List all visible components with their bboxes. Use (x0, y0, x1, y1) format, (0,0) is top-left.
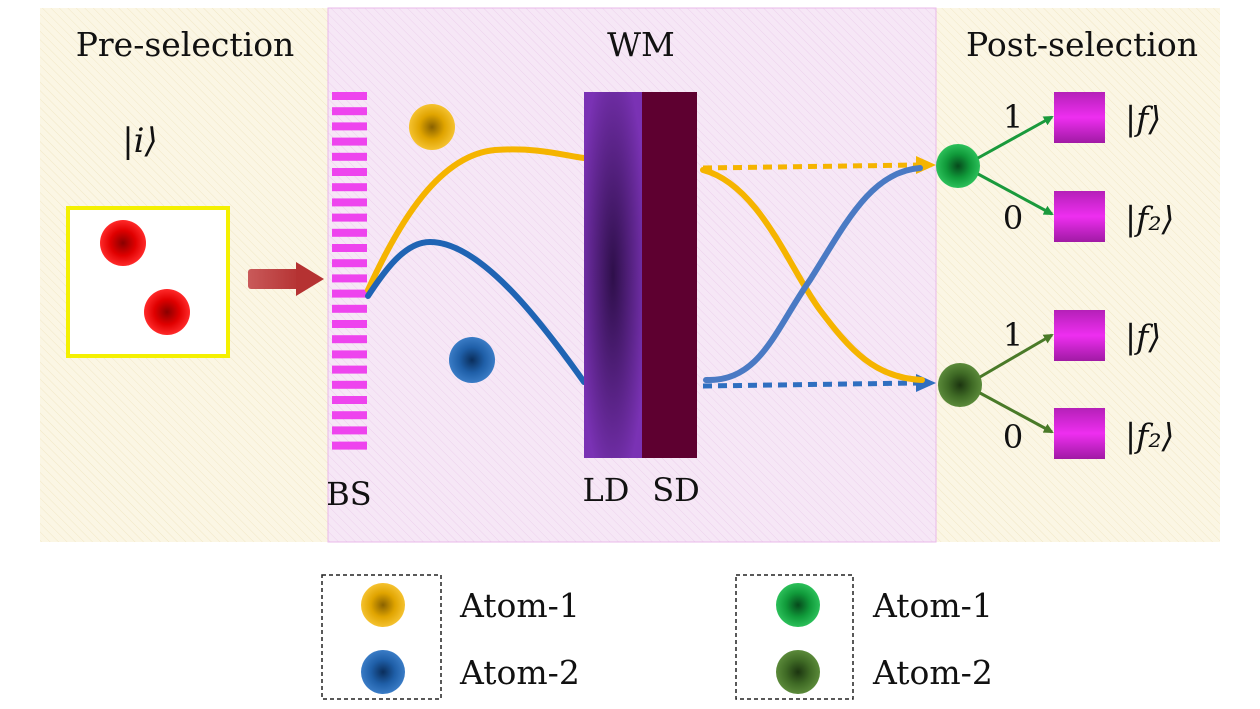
beam-splitter-stripe (332, 396, 367, 404)
upper-detector-f (1054, 92, 1105, 143)
upper-detector-f2 (1054, 191, 1105, 242)
atom-1-marker (409, 104, 455, 150)
wm-title: WM (607, 25, 675, 64)
beam-splitter-stripe (332, 137, 367, 146)
beam-splitter-stripe (332, 92, 367, 100)
large-detector-ld (584, 92, 642, 458)
upper-branch-0-arrow (977, 172, 1054, 216)
legend-atom-1-yellow (361, 583, 405, 627)
initial-atom-2 (144, 289, 190, 335)
legend-right-atom-2-label: Atom-2 (872, 653, 993, 692)
ld-label: LD (583, 471, 630, 509)
beam-splitter-stripe (332, 168, 367, 176)
atom-2-crossing-path (703, 165, 923, 384)
beam-splitter-stripe (332, 152, 367, 161)
beam-splitter-stripe (332, 320, 367, 328)
beam-splitter-stripe (332, 365, 367, 374)
input-arrow (248, 262, 324, 296)
legend-atom-2-olive (776, 650, 820, 694)
beam-splitter-stripe (332, 213, 367, 222)
beam-splitter-stripe (332, 289, 367, 298)
beam-splitter-stripe (332, 274, 367, 283)
beam-splitter-stripe (332, 244, 367, 252)
beam-splitter-stripe (332, 411, 367, 420)
beam-splitter-stripe (332, 107, 367, 116)
beam-splitter-stripe (332, 441, 367, 450)
post-selection-title: Post-selection (966, 25, 1198, 64)
post-atom-1 (936, 144, 980, 188)
beam-splitter-stripe (332, 198, 367, 207)
upper-state-f2: |f₂⟩ (1125, 199, 1174, 238)
lower-detector-f (1054, 310, 1105, 361)
initial-state-box (66, 206, 230, 358)
atom-2-dotted-path (702, 380, 921, 389)
atom-2-marker (449, 337, 495, 383)
upper-outcome-0-value: 0 (1003, 199, 1023, 237)
legend-atom-2-blue (361, 650, 405, 694)
beam-splitter-stripe (332, 228, 367, 237)
beam-splitter-label: BS (326, 475, 371, 513)
beam-splitter-stripe (332, 380, 367, 389)
pre-selection-title: Pre-selection (76, 25, 295, 64)
legend-right-atom-1-label: Atom-1 (872, 586, 993, 625)
lower-branch-0-arrow (979, 391, 1054, 434)
legend-right-box (735, 574, 854, 700)
beam-splitter-stripe (332, 122, 367, 131)
lower-detector-f2 (1054, 408, 1105, 459)
beam-splitter-stripe (332, 183, 367, 192)
atom-1-path-in (365, 146, 587, 293)
lower-branch-1-arrow (979, 333, 1054, 379)
upper-outcome-1-value: 1 (1003, 98, 1023, 136)
beam-splitter-stripe (332, 335, 367, 344)
initial-atom-1 (100, 220, 146, 266)
legend-left-atom-1-label: Atom-1 (459, 586, 580, 625)
lower-state-f2: |f₂⟩ (1125, 416, 1174, 455)
sd-label: SD (652, 471, 700, 509)
upper-state-f: |f⟩ (1125, 99, 1161, 138)
upper-branch-1-arrow (977, 115, 1054, 160)
beam-splitter-stripe (332, 426, 367, 435)
post-selection-panel (936, 8, 1220, 542)
atom-1-dotted-path (702, 162, 921, 171)
legend-atom-1-green (776, 583, 820, 627)
beam-splitter-stripe (332, 350, 367, 359)
beam-splitter-stripe (332, 304, 367, 313)
atom-2-path-in (365, 238, 587, 385)
beam-splitter (332, 92, 367, 450)
lower-outcome-0-value: 0 (1003, 418, 1023, 456)
lower-state-f: |f⟩ (1125, 317, 1161, 356)
lower-outcome-1-value: 1 (1003, 316, 1023, 354)
legend-left-atom-2-label: Atom-2 (459, 653, 580, 692)
post-atom-2 (938, 363, 982, 407)
initial-state-label: |i⟩ (122, 121, 158, 161)
small-detector-sd (642, 92, 697, 458)
legend-left-box (321, 574, 442, 700)
beam-splitter-stripe (332, 259, 367, 268)
atom-1-crossing-path (700, 167, 925, 383)
